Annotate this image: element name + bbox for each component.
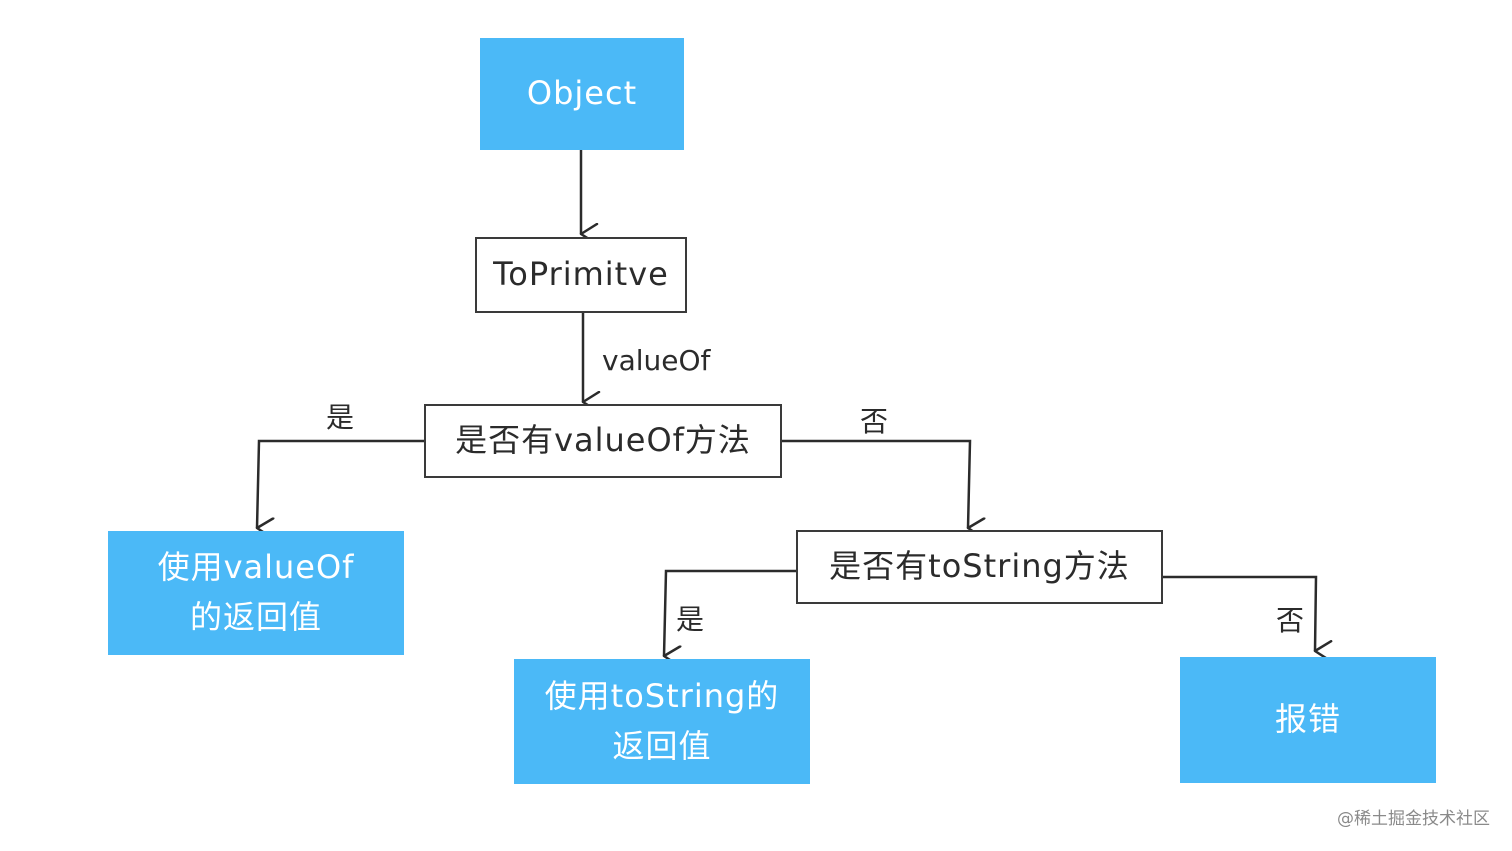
node-use-valueof: 使用valueOf 的返回值 <box>108 531 404 655</box>
edge-label-yes-2: 是 <box>676 603 705 636</box>
edge-label-yes-1: 是 <box>326 401 355 434</box>
arrow-yes-to-use-tostring <box>664 569 796 656</box>
arrow-yes-to-use-valueof <box>257 439 424 528</box>
node-object: Object <box>480 38 684 150</box>
node-has-valueof: 是否有valueOf方法 <box>424 404 782 478</box>
node-toprimitive: ToPrimitve <box>475 237 687 313</box>
arrow-no-to-error <box>1162 575 1316 651</box>
edge-label-no-2: 否 <box>1276 604 1305 637</box>
arrow-no-to-has-tostring <box>781 439 970 528</box>
edge-label-no-1: 否 <box>860 405 889 438</box>
node-has-tostring: 是否有toString方法 <box>796 530 1163 604</box>
watermark: @稀土掘金技术社区 <box>1337 809 1490 829</box>
node-use-tostring: 使用toString的 返回值 <box>514 659 810 784</box>
edge-label-valueof: valueOf <box>602 344 711 377</box>
node-error: 报错 <box>1180 657 1436 783</box>
